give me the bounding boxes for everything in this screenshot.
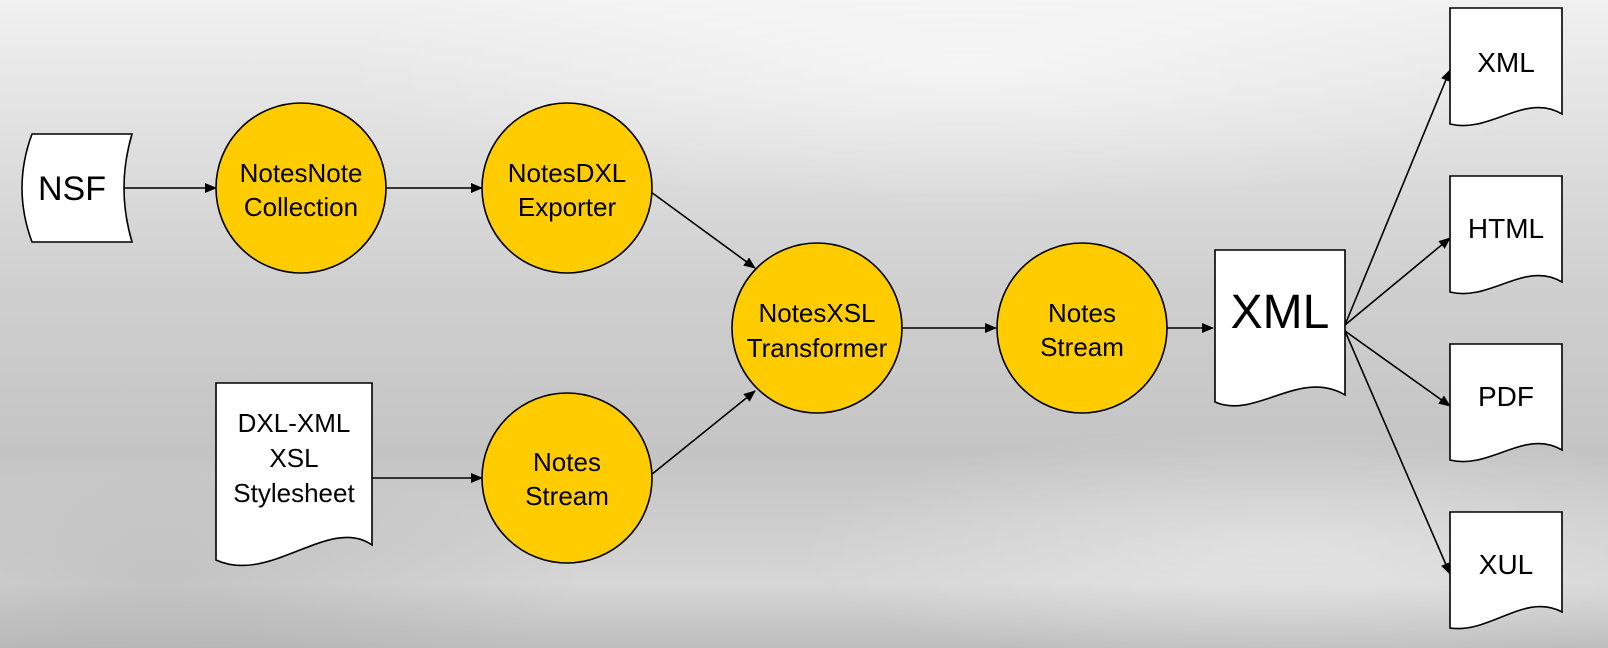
stream-output-label-line2: Stream [1040,332,1124,362]
arrow-xml-to-xul-output [1344,330,1451,575]
stylesheet-label-line2: XSL [269,443,318,473]
stream-output-label-line1: Notes [1048,298,1116,328]
arrow-exporter-to-transformer [650,191,756,269]
arrow-xml-to-xml-output [1344,69,1451,326]
output-pdf-document: PDF [1449,343,1563,463]
collection-label-line1: NotesNote [240,158,363,188]
arrow-xml-to-pdf-output [1344,330,1451,407]
transformer-label-line1: NotesXSL [758,298,875,328]
output-xul-document: XUL [1449,511,1563,630]
notes-note-collection-node: NotesNote Collection [215,102,387,274]
output-xml-document: XML [1449,7,1563,127]
stylesheet-label-line1: DXL-XML [238,408,351,438]
output-html-label: HTML [1468,213,1544,244]
exporter-label-line1: NotesDXL [508,158,627,188]
transformer-label-line2: Transformer [747,333,888,363]
nsf-label: NSF [38,170,106,208]
output-xml-label: XML [1477,47,1535,78]
exporter-label-line2: Exporter [518,192,617,222]
arrow-stream-to-transformer [650,390,756,476]
output-pdf-label: PDF [1478,381,1534,412]
nsf-database: NSF [21,133,134,243]
notes-stream-output-node: Notes Stream [996,242,1168,414]
stream-input-label-line1: Notes [533,447,601,477]
notes-xsl-transformer-node: NotesXSL Transformer [731,242,903,414]
stylesheet-document: DXL-XML XSL Stylesheet [215,382,373,567]
stylesheet-label-line3: Stylesheet [233,478,355,508]
collection-label-line2: Collection [244,192,358,222]
arrow-xml-to-html-output [1344,237,1451,326]
output-html-document: HTML [1449,175,1563,295]
notes-stream-input-node: Notes Stream [481,392,653,564]
output-xul-label: XUL [1479,549,1533,580]
xml-document-label: XML [1231,286,1330,339]
stream-input-label-line2: Stream [525,481,609,511]
notes-dxl-exporter-node: NotesDXL Exporter [481,102,653,274]
xml-document: XML [1214,249,1346,407]
